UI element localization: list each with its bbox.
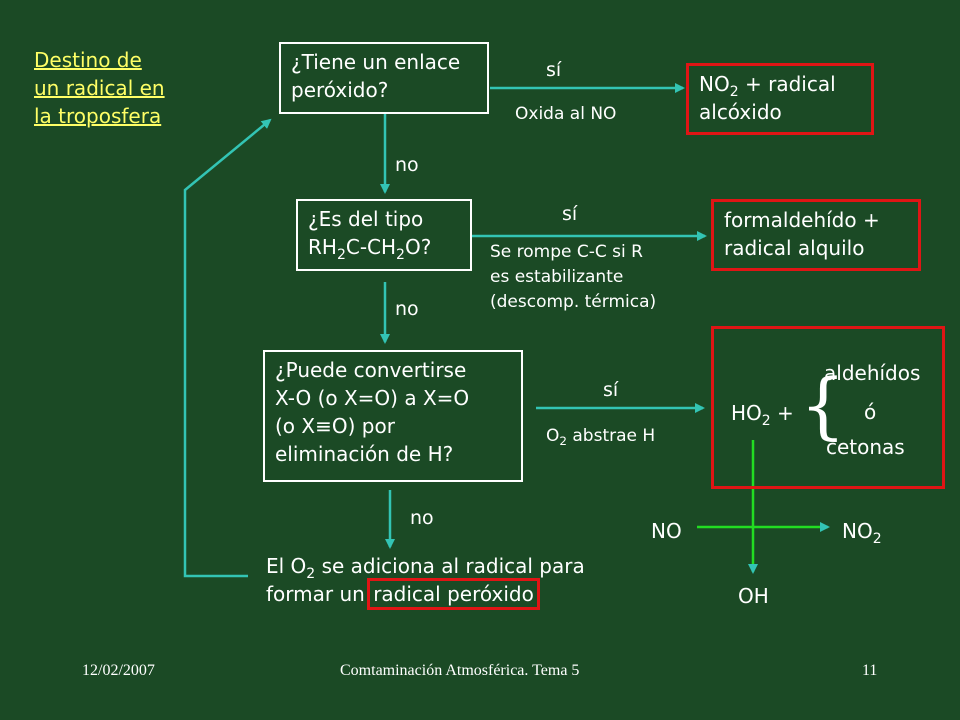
no-label: no xyxy=(410,507,434,529)
question-text: ¿Tiene un enlace xyxy=(291,50,461,74)
footer-date: 12/02/2007 xyxy=(82,662,155,679)
question-text: (o X≡O) por xyxy=(275,414,395,438)
question-text: peróxido? xyxy=(291,78,389,102)
question-elimination-box: ¿Puede convertirse X-O (o X=O) a X=O (o … xyxy=(263,350,523,482)
reaction-oh: OH xyxy=(738,584,769,608)
footer-title: Comtaminación Atmosférica. Tema 5 xyxy=(340,662,580,679)
note-line: Se rompe C-C si R xyxy=(490,242,643,262)
question-text: ¿Puede convertirse xyxy=(275,358,467,382)
arrow-loop-back xyxy=(183,118,272,578)
option-aldehydes: aldehídos xyxy=(824,361,921,385)
no-label: no xyxy=(395,154,419,176)
slide-title: Destino de un radical en la troposfera xyxy=(34,46,165,130)
final-line: El O2 se adiciona al radical para xyxy=(266,554,585,582)
no-label: no xyxy=(395,298,419,320)
result-alkoxide-box: NO2 + radical alcóxido xyxy=(686,63,874,135)
note-line: es estabilizante xyxy=(490,267,624,287)
note-o2-abstracts: O2 abstrae H xyxy=(546,426,656,449)
title-line: la troposfera xyxy=(34,104,162,128)
question-peroxide-box: ¿Tiene un enlace peróxido? xyxy=(279,42,489,114)
yes-label: sí xyxy=(546,59,562,81)
final-line: formar un radical peróxido xyxy=(266,578,540,610)
yes-label: sí xyxy=(603,379,619,401)
note-line: (descomp. térmica) xyxy=(490,292,657,312)
title-line: un radical en xyxy=(34,76,165,100)
question-text: ¿Es del tipo xyxy=(308,207,424,231)
result-carbonyl-box xyxy=(711,326,945,489)
title-line: Destino de xyxy=(34,48,142,72)
final-statement: El O2 se adiciona al radical para formar… xyxy=(266,552,585,610)
option-ketones: cetonas xyxy=(826,435,905,459)
yes-label: sí xyxy=(562,203,578,225)
question-type-box: ¿Es del tipo RH2C-CH2O? xyxy=(296,199,472,271)
result-text: formaldehído + xyxy=(724,208,880,232)
ho2-label: HO2 + xyxy=(731,401,794,429)
reaction-no: NO xyxy=(651,519,682,543)
question-text: RH2C-CH2O? xyxy=(308,235,432,263)
note-oxidizes-no: Oxida al NO xyxy=(515,104,617,124)
question-text: X-O (o X=O) a X=O xyxy=(275,386,470,410)
reaction-no2: NO2 xyxy=(842,519,882,547)
result-text: NO2 + radical xyxy=(699,72,836,100)
note-cc-break: Se rompe C-C si R es estabilizante (desc… xyxy=(490,240,656,315)
result-formaldehyde-box: formaldehído + radical alquilo xyxy=(711,199,921,271)
footer-page-number: 11 xyxy=(862,662,878,679)
option-or: ó xyxy=(864,400,877,424)
question-text: eliminación de H? xyxy=(275,442,454,466)
result-text: alcóxido xyxy=(699,100,782,124)
peroxide-radical-highlight: radical peróxido xyxy=(367,578,540,610)
result-text: radical alquilo xyxy=(724,236,865,260)
brace-icon: { xyxy=(800,363,846,447)
